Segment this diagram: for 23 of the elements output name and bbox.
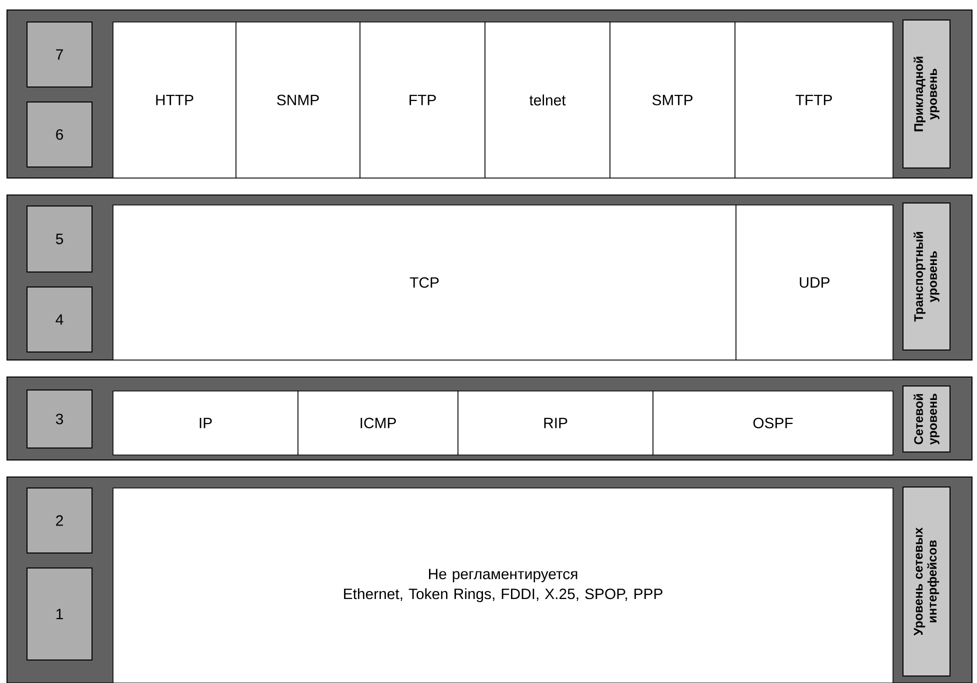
layer-name-box: Транспортный уровень xyxy=(902,202,950,350)
protocol-cell: UDP xyxy=(736,204,894,360)
layer-name-box: Уровень сетевых интерфейсов xyxy=(902,486,950,676)
protocol-cell: SMTP xyxy=(610,22,736,178)
layer-number-box: 5 xyxy=(26,206,92,272)
layer-number-box: 7 xyxy=(26,22,92,88)
layer-number-box: 2 xyxy=(26,488,92,554)
protocol-cell: telnet xyxy=(484,22,610,178)
protocol-cell: ICMP xyxy=(298,390,458,456)
protocol-cell: IP xyxy=(112,390,298,456)
protocol-cell: Не регламентируется Ethernet, Token Rings, FDDI, X.25, SPOP, PPP xyxy=(112,488,894,683)
layer-name-box: Сетевой уровень xyxy=(902,386,950,452)
protocol-cell: RIP xyxy=(458,390,654,456)
layer-number-box: 3 xyxy=(26,390,92,448)
protocol-cell: HTTP xyxy=(112,22,236,178)
protocol-cell: FTP xyxy=(360,22,486,178)
layer-number-box: 4 xyxy=(26,286,92,352)
protocol-cell: SNMP xyxy=(236,22,360,178)
layer-number-box: 1 xyxy=(26,568,92,660)
protocol-cell: TFTP xyxy=(734,22,894,178)
protocol-cell: OSPF xyxy=(652,390,894,456)
layer-name-box: Прикладной уровень xyxy=(902,20,950,168)
layer-number-box: 6 xyxy=(26,102,92,168)
